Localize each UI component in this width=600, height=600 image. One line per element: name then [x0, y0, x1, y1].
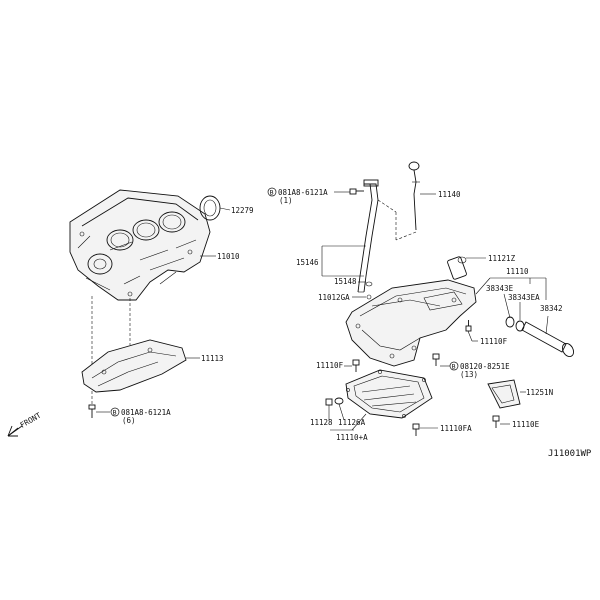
- svg-text:B: B: [452, 363, 456, 371]
- circled-b-letter: B: [113, 409, 117, 417]
- gasket-bolt: [492, 415, 510, 428]
- callout-bolt-guide: 081A8-6121A: [278, 188, 328, 197]
- callout-12279: 12279: [231, 206, 254, 215]
- pan-bolt: [432, 353, 450, 367]
- oil-tube: [521, 315, 575, 358]
- plug-bolt-left: [344, 359, 360, 372]
- callout-38343E: 38343E: [486, 284, 514, 293]
- plug-bolt-right: [465, 320, 478, 342]
- lower-oil-pan: [345, 369, 433, 419]
- drawing-code: J11001WP: [548, 449, 592, 459]
- cylinder-block: [69, 189, 211, 301]
- callout-11010: 11010: [217, 252, 240, 261]
- circled-b-icon: [449, 361, 459, 371]
- block-bolt: [88, 404, 110, 418]
- upper-oil-pan: [345, 279, 477, 367]
- circled-b-icon: [267, 187, 277, 197]
- oil-filter-bracket: [447, 256, 486, 280]
- svg-text:B: B: [270, 189, 274, 197]
- callout-bolt-block: 081A8-6121A: [121, 408, 171, 417]
- callout-bolt-guide-qty: (1): [279, 196, 293, 205]
- baffle-plate: [81, 339, 187, 393]
- callout-11140: 11140: [438, 190, 461, 199]
- strainer-gasket: [487, 379, 526, 409]
- o-rings: [505, 316, 525, 332]
- lower-pan-bolt: [412, 423, 438, 436]
- callout-38343EA: 38343EA: [508, 293, 540, 302]
- callout-38342: 38342: [540, 304, 563, 313]
- callout-11251N: 11251N: [526, 388, 553, 397]
- guide-bolt: [349, 188, 364, 195]
- dipstick-guide-tube: [357, 179, 379, 293]
- callout-11121Z: 11121Z: [488, 254, 516, 263]
- drain-plug: [325, 397, 345, 421]
- callout-11110A: 11110+A: [336, 433, 368, 442]
- callout-15146: 15146: [296, 258, 319, 267]
- callout-11110E: 11110E: [512, 420, 540, 429]
- callout-11110FA: 11110FA: [440, 424, 472, 433]
- callout-11128: 11128: [310, 418, 333, 427]
- callout-bolt-pan: 08120-8251E: [460, 362, 510, 371]
- callout-11110F-left: 11110F: [316, 361, 344, 370]
- rear-oil-seal: [199, 195, 231, 221]
- callout-11110: 11110: [506, 267, 529, 276]
- callout-11126A: 11126A: [338, 418, 366, 427]
- front-arrow-icon: [7, 425, 23, 437]
- callout-15148: 15148: [334, 277, 357, 286]
- callout-bolt-pan-qty: (13): [460, 370, 478, 379]
- circled-b-icon: [110, 407, 120, 417]
- callout-bolt-block-qty: (6): [122, 416, 136, 425]
- oil-dipstick: [408, 161, 420, 231]
- callout-11012GA: 11012GA: [318, 293, 350, 302]
- callout-11110F-right: 11110F: [480, 337, 508, 346]
- callout-11113: 11113: [201, 354, 224, 363]
- front-label: FRONT: [19, 410, 43, 429]
